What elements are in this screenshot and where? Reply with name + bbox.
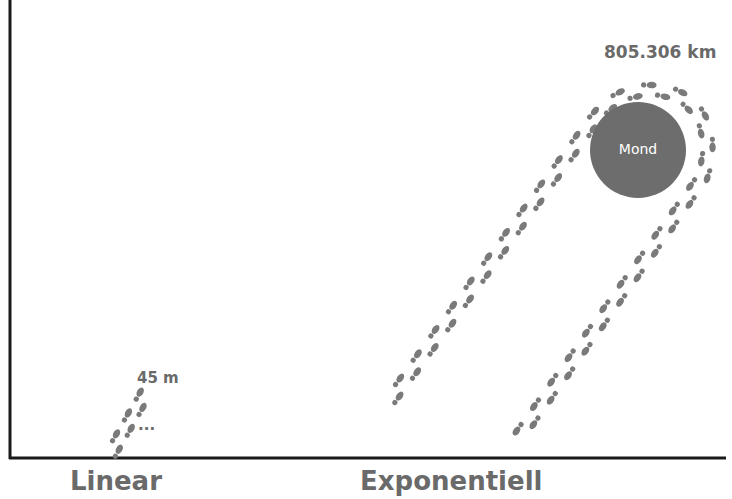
footprint xyxy=(667,218,681,234)
footprint xyxy=(515,202,529,218)
footprints xyxy=(108,82,715,460)
footprint xyxy=(550,154,564,170)
footprint xyxy=(641,82,657,89)
footprint xyxy=(408,366,422,382)
footprint xyxy=(545,390,559,406)
footprint xyxy=(654,91,671,100)
footprint xyxy=(120,407,133,424)
distance-label: 45 m xyxy=(137,371,179,386)
footprint xyxy=(684,194,698,210)
footprint xyxy=(615,292,629,308)
footprint xyxy=(427,324,441,340)
footprint xyxy=(135,402,148,419)
footprint xyxy=(563,365,577,381)
footprint xyxy=(567,147,581,163)
footprint xyxy=(496,244,510,260)
footprint xyxy=(426,342,440,358)
footprint xyxy=(444,299,458,315)
footprint xyxy=(667,200,681,216)
axis-category: Linear xyxy=(70,468,162,494)
footprint xyxy=(597,316,611,332)
footprint xyxy=(409,348,423,364)
footprint xyxy=(462,275,476,291)
y-axis xyxy=(9,0,12,459)
footprint xyxy=(511,421,525,437)
footprint xyxy=(615,274,629,290)
footprint xyxy=(549,172,563,188)
footprint xyxy=(697,105,710,122)
footprint xyxy=(528,396,542,412)
footprint xyxy=(123,422,136,439)
footprint xyxy=(532,196,546,212)
footprint xyxy=(546,372,560,388)
footprint xyxy=(703,167,714,184)
footprint xyxy=(632,267,646,283)
footprint xyxy=(580,341,594,357)
footprint xyxy=(649,243,663,259)
footprint xyxy=(672,85,689,98)
footprint xyxy=(514,220,528,236)
footprint xyxy=(391,390,405,406)
footprint xyxy=(391,372,405,388)
footprint xyxy=(108,428,121,445)
footprint xyxy=(650,225,664,241)
moon-circle: Mond xyxy=(590,102,686,198)
footprint xyxy=(632,249,646,265)
footprint xyxy=(696,123,706,140)
footprint xyxy=(585,105,600,121)
footprint xyxy=(444,317,458,333)
footprint xyxy=(580,323,594,339)
footprint xyxy=(480,251,494,267)
footprint xyxy=(563,347,577,363)
footprint xyxy=(132,386,145,403)
footprint xyxy=(111,443,124,460)
footprint xyxy=(479,269,493,285)
node-label: Mond xyxy=(590,142,686,157)
footprint xyxy=(461,293,475,309)
footprint xyxy=(679,100,695,115)
exponential-path xyxy=(392,90,708,446)
footprint xyxy=(497,226,511,242)
distance-label: 805.306 km xyxy=(604,44,716,61)
footprint xyxy=(697,150,706,166)
footprint xyxy=(684,176,698,192)
axis-category: Exponentiell xyxy=(360,468,542,494)
ellipsis: ... xyxy=(138,418,155,433)
footprint xyxy=(609,87,626,100)
footprint xyxy=(532,178,546,194)
footprint xyxy=(528,414,542,430)
footprint xyxy=(627,92,644,102)
footprint xyxy=(568,129,582,145)
footprint xyxy=(598,298,612,314)
footprint xyxy=(709,137,716,153)
